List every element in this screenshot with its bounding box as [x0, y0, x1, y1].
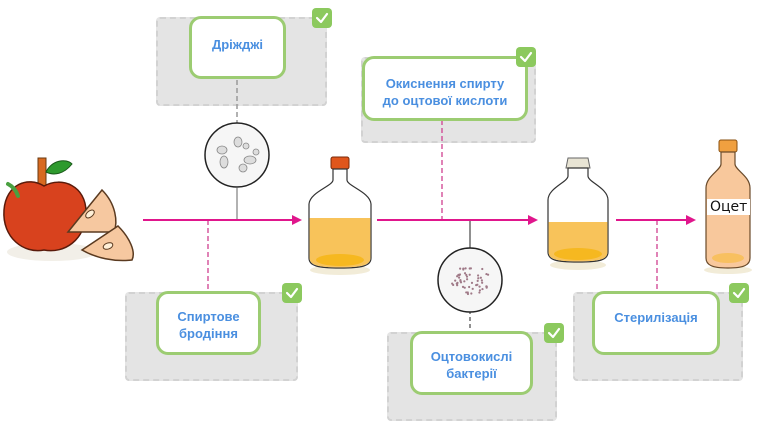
bacteria-dot: [456, 275, 459, 278]
bacteria-dot: [468, 273, 471, 276]
bacteria-dot: [459, 280, 462, 283]
bacteria-dot: [466, 278, 469, 281]
card-bacteria[interactable]: Оцтовокислі бактерії: [410, 331, 533, 395]
bacteria-dot: [478, 291, 481, 294]
bacteria-dot: [461, 285, 465, 288]
bacteria-dot: [463, 286, 466, 289]
card-bacteria-line-2: бактерії: [446, 366, 497, 381]
bacteria-dot: [477, 277, 480, 280]
bacteria-dot: [468, 267, 471, 270]
card-yeast-text: Дріжджі: [211, 37, 264, 52]
bacteria-dot: [471, 287, 474, 290]
card-bacteria-line-1: Оцтовокислі: [430, 349, 513, 364]
bacteria-dot: [478, 285, 481, 288]
card-fermentation-line-1: Спиртове: [177, 309, 240, 324]
bacteria-dot: [465, 291, 468, 294]
bacteria-dot: [457, 273, 460, 276]
bacteria-dot: [451, 282, 454, 285]
bacteria-dot: [464, 267, 467, 270]
bacteria-dot: [476, 274, 480, 277]
bacteria-dot: [480, 279, 483, 282]
card-fermentation[interactable]: Спиртове бродіння: [156, 291, 261, 355]
bacteria-dot: [466, 292, 470, 296]
bottle-icon: [308, 156, 372, 275]
bacteria-dot: [462, 267, 465, 270]
bacteria-dot: [481, 281, 484, 284]
vinegar-label: Оцет: [707, 199, 751, 215]
bacteria-dot: [463, 272, 467, 275]
bacteria-dot: [475, 284, 478, 287]
bacteria-dot: [476, 279, 479, 282]
bacteria-dot: [470, 281, 474, 284]
card-oxidation-line-1: Окиснення спирту: [385, 76, 505, 91]
bacteria-dot: [454, 279, 457, 282]
check-icon: [282, 283, 302, 303]
check-icon: [544, 323, 564, 343]
bacteria-dot: [478, 289, 482, 292]
bacteria-dot: [481, 267, 484, 271]
card-oxidation[interactable]: Окиснення спирту до оцтової кислоти: [362, 56, 528, 121]
apple-icon: [3, 157, 134, 262]
bacteria-dot: [479, 276, 482, 279]
bacteria-dot: [458, 276, 461, 279]
card-fermentation-line-2: бродіння: [179, 326, 238, 341]
check-icon: [516, 47, 536, 67]
bacteria-dot: [481, 287, 484, 291]
vinegar-bottle-icon: [704, 139, 752, 274]
card-sterilization-text: Стерилізація: [614, 310, 698, 325]
bacteria-dot: [465, 275, 469, 278]
bacteria-dot: [485, 286, 488, 289]
bacteria-dot: [470, 292, 473, 295]
card-sterilization[interactable]: Стерилізація: [592, 291, 720, 355]
bacteria-dot: [468, 285, 471, 289]
card-oxidation-line-2: до оцтової кислоти: [382, 93, 508, 108]
bacteria-icon: [437, 247, 503, 313]
yeast-cells-icon: [204, 122, 270, 188]
bacteria-dot: [465, 273, 468, 277]
card-yeast[interactable]: Дріжджі: [189, 16, 286, 79]
bacteria-dot: [485, 272, 488, 276]
bacteria-dot: [456, 281, 459, 285]
check-icon: [312, 8, 332, 28]
check-icon: [729, 283, 749, 303]
jug-icon: [547, 157, 609, 270]
bacteria-dot: [459, 267, 462, 270]
bacteria-dot: [463, 280, 466, 283]
